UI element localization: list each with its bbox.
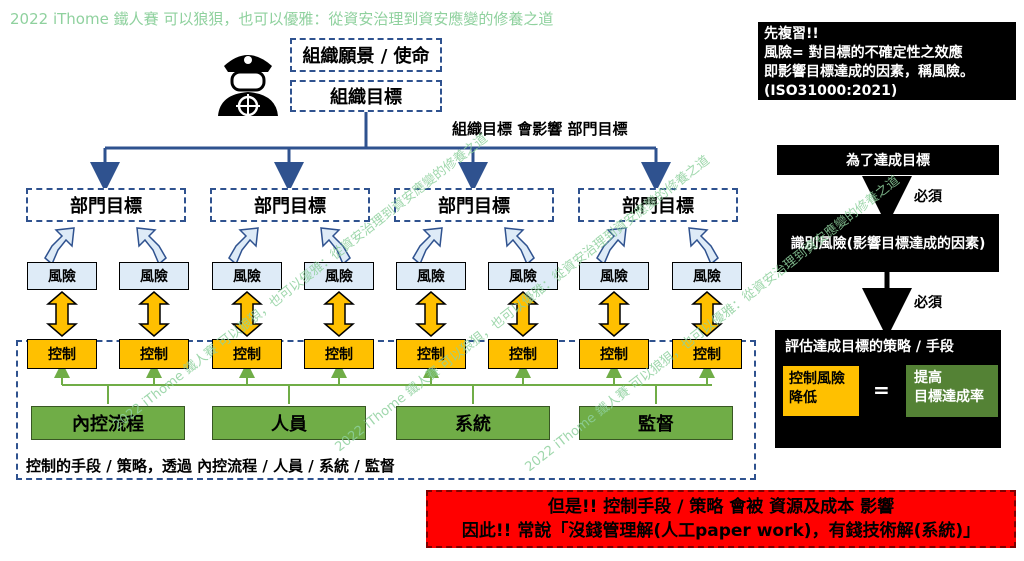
flow-step-achieve-goal: 為了達成目標 — [777, 145, 999, 175]
risk-box: 風險 — [672, 262, 742, 290]
warning-line-2: 因此!! 常說「沒錢管理解(人工paper work)，有錢技術解(系統)」 — [461, 521, 981, 541]
improve-rate-box: 提高 目標達成率 — [906, 365, 998, 417]
header-title: 2022 iThome 鐵人賽 可以狼狽，也可以優雅：從資安治理到資安應變的修養… — [10, 10, 554, 28]
risk-box: 風險 — [579, 262, 649, 290]
control-box: 控制 — [396, 339, 466, 369]
means-internal-process: 內控流程 — [31, 406, 185, 440]
recall-line: 先複習!! — [764, 26, 819, 42]
warning-line-1: 但是!! 控制手段 / 策略 會被 資源及成本 影響 — [547, 497, 895, 517]
control-risk-line: 降低 — [789, 390, 817, 406]
recall-box: 先複習!! 風險= 對目標的不確定性之效應 即影響目標達成的因素，稱風險。 (I… — [758, 22, 1016, 100]
dept-goal-box-2: 部門目標 — [210, 188, 370, 222]
risk-box: 風險 — [27, 262, 97, 290]
resource-warning-box: 但是!! 控制手段 / 策略 會被 資源及成本 影響 因此!! 常說「沒錢管理解… — [426, 490, 1016, 548]
flow-must-label: 必須 — [914, 295, 942, 311]
control-box: 控制 — [212, 339, 282, 369]
dept-goal-box-4: 部門目標 — [578, 188, 738, 222]
means-personnel: 人員 — [212, 406, 366, 440]
control-box: 控制 — [27, 339, 97, 369]
dept-goal-box-3: 部門目標 — [394, 188, 554, 222]
control-means-caption: 控制的手段 / 策略，透過 內控流程 / 人員 / 系統 / 監督 — [26, 457, 395, 475]
risk-box: 風險 — [119, 262, 189, 290]
org-vision-box: 組織願景 / 使命 — [290, 38, 442, 72]
flow-step-identify-risk: 識別風險(影響目標達成的因素) — [777, 214, 999, 272]
org-goal-box: 組織目標 — [290, 80, 442, 112]
control-risk-line: 控制風險 — [789, 371, 845, 387]
control-box: 控制 — [672, 339, 742, 369]
dept-risk-arrows — [44, 227, 719, 266]
risk-control-arrows — [45, 291, 724, 337]
evaluate-title: 評估達成目標的策略 / 手段 — [785, 339, 954, 355]
recall-line: 即影響目標達成的因素，稱風險。 — [764, 64, 974, 80]
means-system: 系統 — [396, 406, 550, 440]
risk-box: 風險 — [488, 262, 558, 290]
means-connectors — [54, 362, 715, 404]
risk-box: 風險 — [212, 262, 282, 290]
risk-box: 風險 — [396, 262, 466, 290]
control-box: 控制 — [119, 339, 189, 369]
improve-line: 提高 — [914, 370, 942, 386]
flow-must-label: 必須 — [914, 189, 942, 205]
control-box: 控制 — [304, 339, 374, 369]
control-risk-box: 控制風險 降低 — [782, 365, 860, 417]
means-supervision: 監督 — [579, 406, 733, 440]
equals-sign: = — [873, 378, 890, 402]
control-box: 控制 — [579, 339, 649, 369]
improve-line: 目標達成率 — [914, 389, 984, 405]
recall-line: 風險= 對目標的不確定性之效應 — [764, 45, 963, 61]
recall-line: (ISO31000:2021) — [764, 83, 898, 99]
org-affects-label: 組織目標 會影響 部門目標 — [452, 120, 628, 138]
captain-icon — [218, 55, 278, 116]
control-means-region — [16, 340, 756, 480]
control-box: 控制 — [488, 339, 558, 369]
risk-box: 風險 — [304, 262, 374, 290]
dept-goal-box-1: 部門目標 — [26, 188, 186, 222]
